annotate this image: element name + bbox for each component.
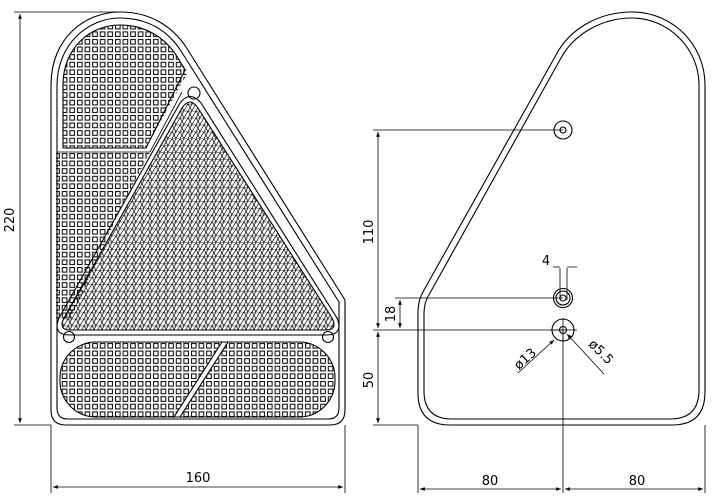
dim-width-label: 160: [186, 471, 211, 486]
triangle-reflector: [61, 101, 335, 331]
lamp-inner-outline: [56, 17, 340, 420]
rear-inner-outline: [423, 17, 700, 420]
dim-80-right-label: 80: [629, 474, 646, 489]
rear-view: [417, 11, 706, 426]
rear-outer-outline: [417, 11, 706, 426]
dim-d5.5-label: ø5.5: [585, 337, 616, 368]
dim-110-label: 110: [362, 220, 377, 245]
mount-hole-right: [321, 330, 335, 344]
mount-hole-top: [187, 86, 201, 100]
lamp-outer-outline: [50, 11, 346, 426]
front-view: [50, 11, 346, 426]
dim-18-label: 18: [384, 306, 399, 323]
rear-dimensions: 110 18 50 80 80 4 ø13 ø5.5: [362, 129, 706, 493]
bottom-lens-outline: [59, 341, 336, 418]
dim-50-label: 50: [362, 372, 377, 389]
triangle-border: [56, 95, 340, 336]
bottom-lens-divider: [172, 341, 230, 418]
dim-height-label: 220: [3, 208, 18, 233]
dim-d13-label: ø13: [512, 346, 540, 374]
mount-hole-left: [62, 330, 76, 344]
dim-4-label: 4: [542, 254, 550, 269]
dim-80-left-label: 80: [482, 474, 499, 489]
upper-lens-outline: [62, 24, 186, 149]
front-dimensions: 220 160: [3, 11, 346, 493]
